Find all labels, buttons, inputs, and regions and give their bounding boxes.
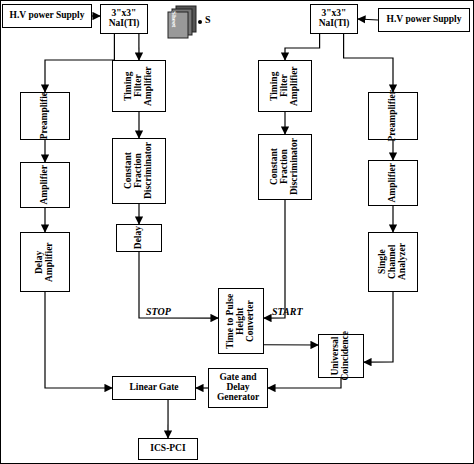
- process-box: Timing Filter Amplifier: [258, 60, 312, 112]
- annotation-label: START: [272, 306, 303, 317]
- box-label: Amplifier: [388, 163, 398, 203]
- process-box: H.V power Supply: [2, 4, 92, 28]
- annotation-label: Sheet: [170, 11, 178, 27]
- process-box: Universal Coincidence: [318, 334, 364, 378]
- signal-arrow: [44, 140, 45, 162]
- signal-arrow: [285, 34, 320, 60]
- process-box: Constant Fraction Discriminator: [258, 134, 312, 200]
- process-box: H.V power Supply: [378, 8, 470, 32]
- signal-arrow: [138, 34, 139, 60]
- signal-arrow: [139, 252, 218, 318]
- signal-arrow: [138, 112, 139, 138]
- box-label: Delay Amplifier: [35, 233, 55, 291]
- process-box: Time to Pulse Height Converter: [218, 288, 264, 354]
- box-label: Amplifier: [40, 165, 50, 205]
- process-box: Preamplifier: [368, 92, 418, 140]
- process-box: Constant Fraction Discriminator: [112, 138, 166, 204]
- signal-arrow: [364, 292, 393, 362]
- signal-arrow: [392, 140, 393, 160]
- box-label: Constant Fraction Discriminator: [124, 139, 154, 203]
- signal-arrow: [264, 200, 285, 318]
- signal-arrow: [264, 344, 318, 345]
- process-box: Linear Gate: [112, 376, 196, 400]
- process-box: 3"x3" NaI(Tl): [100, 4, 148, 34]
- signal-arrow: [196, 387, 208, 388]
- process-box: Amplifier: [368, 160, 418, 206]
- box-label: Delay: [134, 226, 144, 249]
- box-label: Preamplifier: [388, 90, 398, 142]
- process-box: 3"x3" NaI(Tl): [310, 4, 358, 34]
- process-box: Timing Filter Amplifier: [112, 60, 166, 112]
- box-label: Single Channel Analyzer: [378, 233, 408, 291]
- process-box: Delay Amplifier: [20, 232, 70, 292]
- box-label: Time to Pulse Height Converter: [226, 289, 256, 353]
- signal-arrow: [45, 292, 112, 388]
- annotation-label: STOP: [146, 306, 171, 317]
- box-label: H.V power Supply: [387, 15, 462, 25]
- signal-arrow: [392, 206, 393, 232]
- process-box: Gate and Delay Generator: [208, 368, 268, 408]
- box-label: ICS-PCI: [150, 444, 185, 454]
- signal-arrow: [344, 34, 393, 92]
- signal-arrow: [92, 15, 100, 16]
- process-box: ICS-PCI: [138, 438, 198, 460]
- box-label: Universal Coincidence: [331, 331, 351, 381]
- box-label: Timing Filter Amplifier: [124, 61, 154, 111]
- signal-arrow: [138, 204, 139, 224]
- process-box: Single Channel Analyzer: [368, 232, 418, 292]
- box-label: 3"x3" NaI(Tl): [101, 9, 147, 29]
- box-label: Timing Filter Amplifier: [270, 61, 300, 111]
- signal-arrow: [45, 34, 114, 92]
- signal-arrow: [284, 112, 285, 134]
- signal-arrow: [44, 208, 45, 232]
- signal-arrow: [167, 400, 168, 438]
- box-label: Constant Fraction Discriminator: [270, 135, 300, 199]
- annotation-label: S: [205, 14, 211, 25]
- box-label: Linear Gate: [129, 383, 178, 393]
- box-label: Preamplifie: [40, 92, 50, 139]
- box-label: H.V power Supply: [10, 11, 85, 21]
- process-box: Amplifier: [20, 162, 70, 208]
- process-box: Preamplifie: [20, 92, 70, 140]
- process-box: Delay: [116, 224, 162, 252]
- box-label: Gate and Delay Generator: [209, 373, 267, 403]
- box-label: 3"x3" NaI(Tl): [311, 9, 357, 29]
- signal-arrow: [268, 378, 341, 388]
- sheet-illustration: [168, 6, 202, 38]
- signal-arrow: [358, 19, 378, 20]
